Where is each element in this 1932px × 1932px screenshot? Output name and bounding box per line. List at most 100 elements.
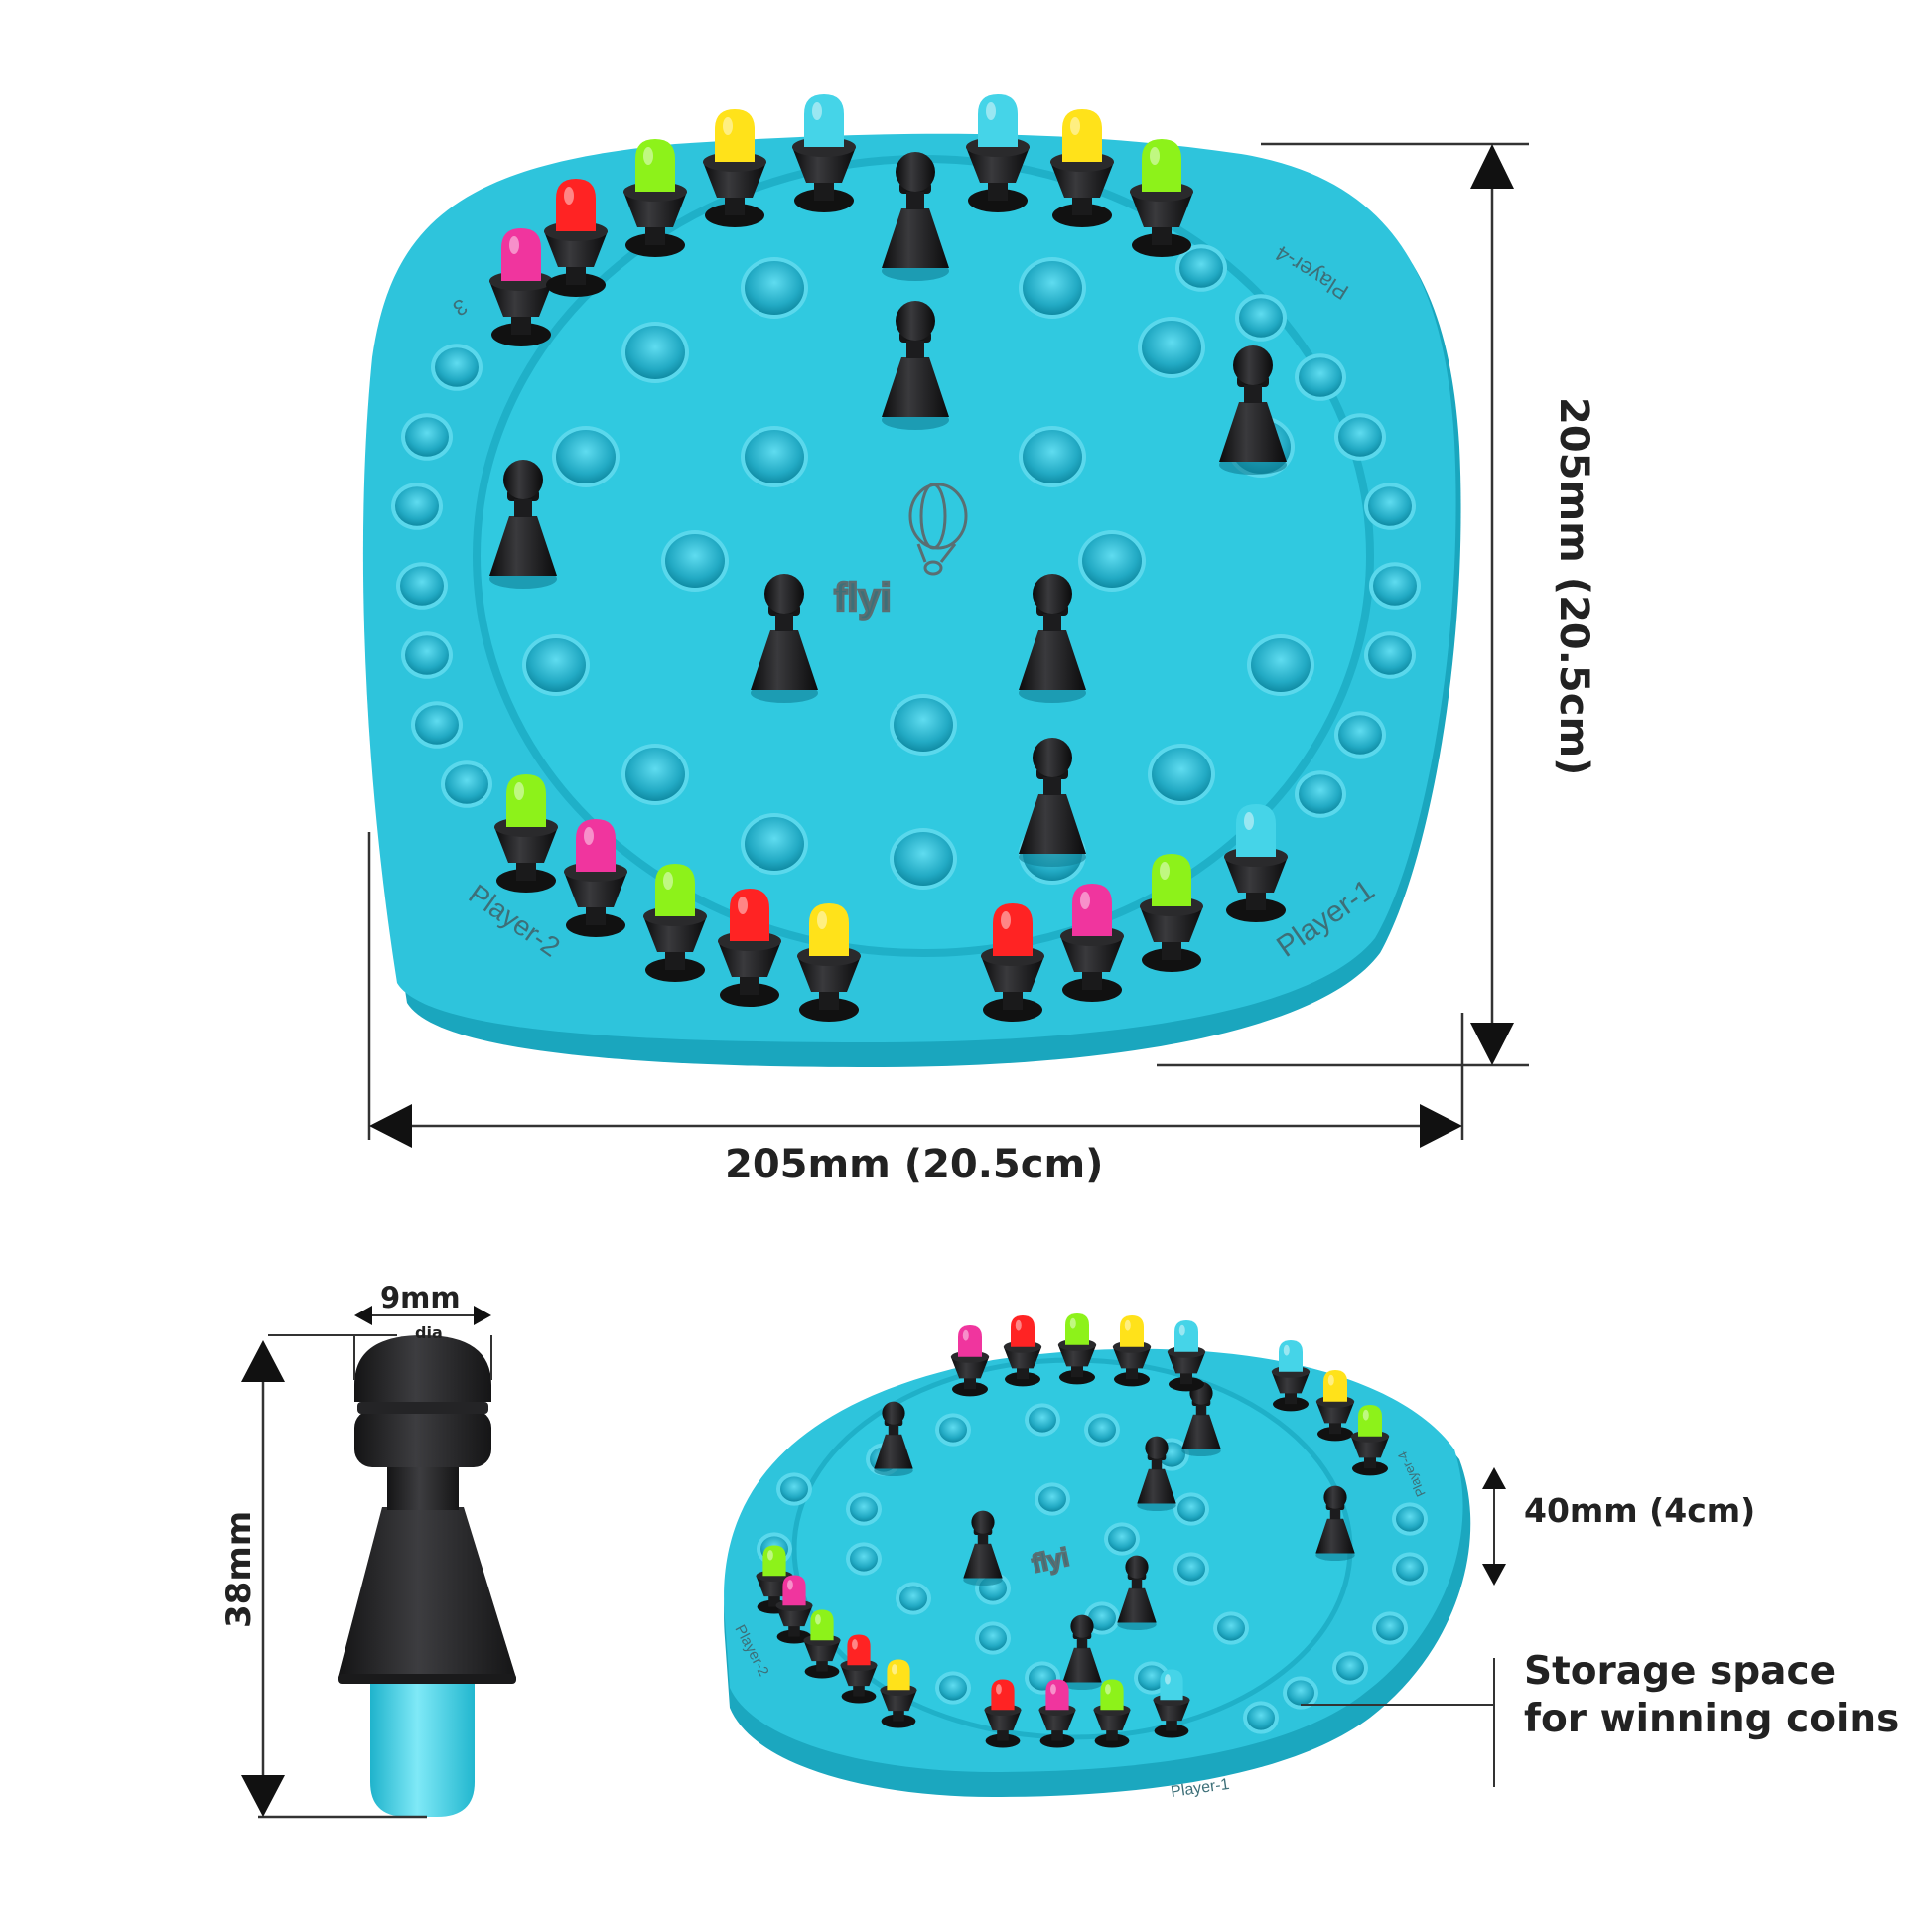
storage-hole [1295,353,1346,401]
piece-head [354,1335,491,1402]
black-piece [489,460,557,589]
perspective-hole [1372,1611,1408,1645]
board-hole [890,828,957,890]
black-piece [1062,1614,1102,1691]
perspective-hole [1332,1651,1368,1685]
storage-hole [1334,413,1386,461]
storage-hole [411,701,463,749]
storage-hole [441,760,492,808]
board-hole [1138,317,1205,378]
coloured-piece [564,819,627,937]
coloured-piece [775,1575,813,1644]
black-piece [751,574,818,703]
coloured-piece [797,903,861,1022]
coloured-piece [1112,1315,1152,1387]
top-view-board: flyi Player-2 Player-1 Player-4 3 [362,94,1461,1067]
board-height-label: 205mm (20.5cm) [1551,397,1596,776]
perspective-hole [1025,1403,1060,1437]
coloured-piece [1130,139,1193,257]
storage-holes [391,244,1421,818]
board-hole [1148,744,1215,805]
arrow-left-icon [354,1306,372,1325]
bottom-row-coloured-pieces [494,774,1288,1022]
top-row-coloured-pieces [489,94,1193,346]
coloured-piece [1153,1669,1190,1738]
coloured-piece [1140,854,1203,972]
board-width-label: 205mm (20.5cm) [725,1142,1104,1187]
board-hole [1247,634,1314,696]
storage-hole [391,483,443,530]
black-piece [963,1510,1003,1587]
perspective-hole [1173,1492,1209,1526]
perspective-black-pieces [874,1381,1355,1691]
piece-diameter-sublabel: dia [415,1323,443,1342]
piece-diameter-label: 9mm [380,1281,461,1314]
black-piece [1019,738,1086,867]
coloured-piece [494,774,558,893]
perspective-hole [935,1413,971,1447]
board-hole [741,813,808,875]
board-hole [1019,257,1086,319]
black-piece [1117,1555,1157,1631]
black-piece [1019,574,1086,703]
coloured-piece [643,864,707,982]
storage-callout-line [1301,1658,1495,1787]
piece-height-dimension [241,1340,427,1819]
piece-width-dimension [268,1306,492,1380]
coloured-piece [984,1679,1022,1748]
coloured-piece [1315,1370,1355,1442]
coloured-piece [1167,1320,1206,1392]
perspective-hole [1084,1413,1120,1447]
board-hole [890,694,957,756]
black-piece [1219,345,1287,475]
piece-neck [387,1464,459,1510]
coloured-piece [623,139,687,257]
storage-hole [1369,562,1421,610]
coloured-piece [880,1659,917,1728]
coloured-piece [1271,1340,1311,1412]
perspective-hole [1392,1552,1428,1586]
arrow-up-icon [1470,144,1514,189]
board-hole [741,257,808,319]
perspective-back-row-pieces [950,1313,1390,1476]
board-hole [522,634,590,696]
storage-hole [1295,770,1346,818]
coloured-piece [1003,1315,1042,1387]
coloured-piece [792,94,856,212]
coloured-piece [1350,1405,1390,1476]
board-holes [522,257,1314,890]
black-piece [1315,1485,1355,1562]
perspective-hole [975,1621,1011,1655]
coloured-piece [703,109,766,227]
board-thickness-label: 40mm (4cm) [1524,1491,1756,1530]
perspective-hole [896,1582,931,1615]
perspective-hole [846,1542,882,1576]
board-hole [621,744,689,805]
storage-hole [401,631,453,679]
arrow-up-icon [241,1340,285,1382]
board-hole [1019,426,1086,487]
perspective-hole [1173,1552,1209,1586]
storage-hole [431,344,483,391]
coloured-piece [544,179,608,297]
board-hole [741,426,808,487]
black-piece [874,1401,913,1477]
piece-cone [338,1507,516,1678]
board-hole [621,322,689,383]
coloured-piece [840,1634,878,1704]
perspective-hole [1283,1676,1318,1710]
arrow-left-icon [369,1104,412,1148]
storage-hole [396,562,448,610]
arrow-down-icon [1482,1564,1506,1586]
arrow-down-icon [241,1775,285,1817]
black-piece [882,152,949,281]
coloured-piece [950,1325,990,1397]
perspective-hole [1104,1522,1140,1556]
piece-height-label: 38mm [219,1511,259,1628]
coloured-piece [966,94,1030,212]
black-piece [1137,1436,1176,1512]
arrow-right-icon [1420,1104,1462,1148]
storage-hole [1364,483,1416,530]
storage-hole [1175,244,1227,292]
top-width-dimension [367,832,1464,1148]
